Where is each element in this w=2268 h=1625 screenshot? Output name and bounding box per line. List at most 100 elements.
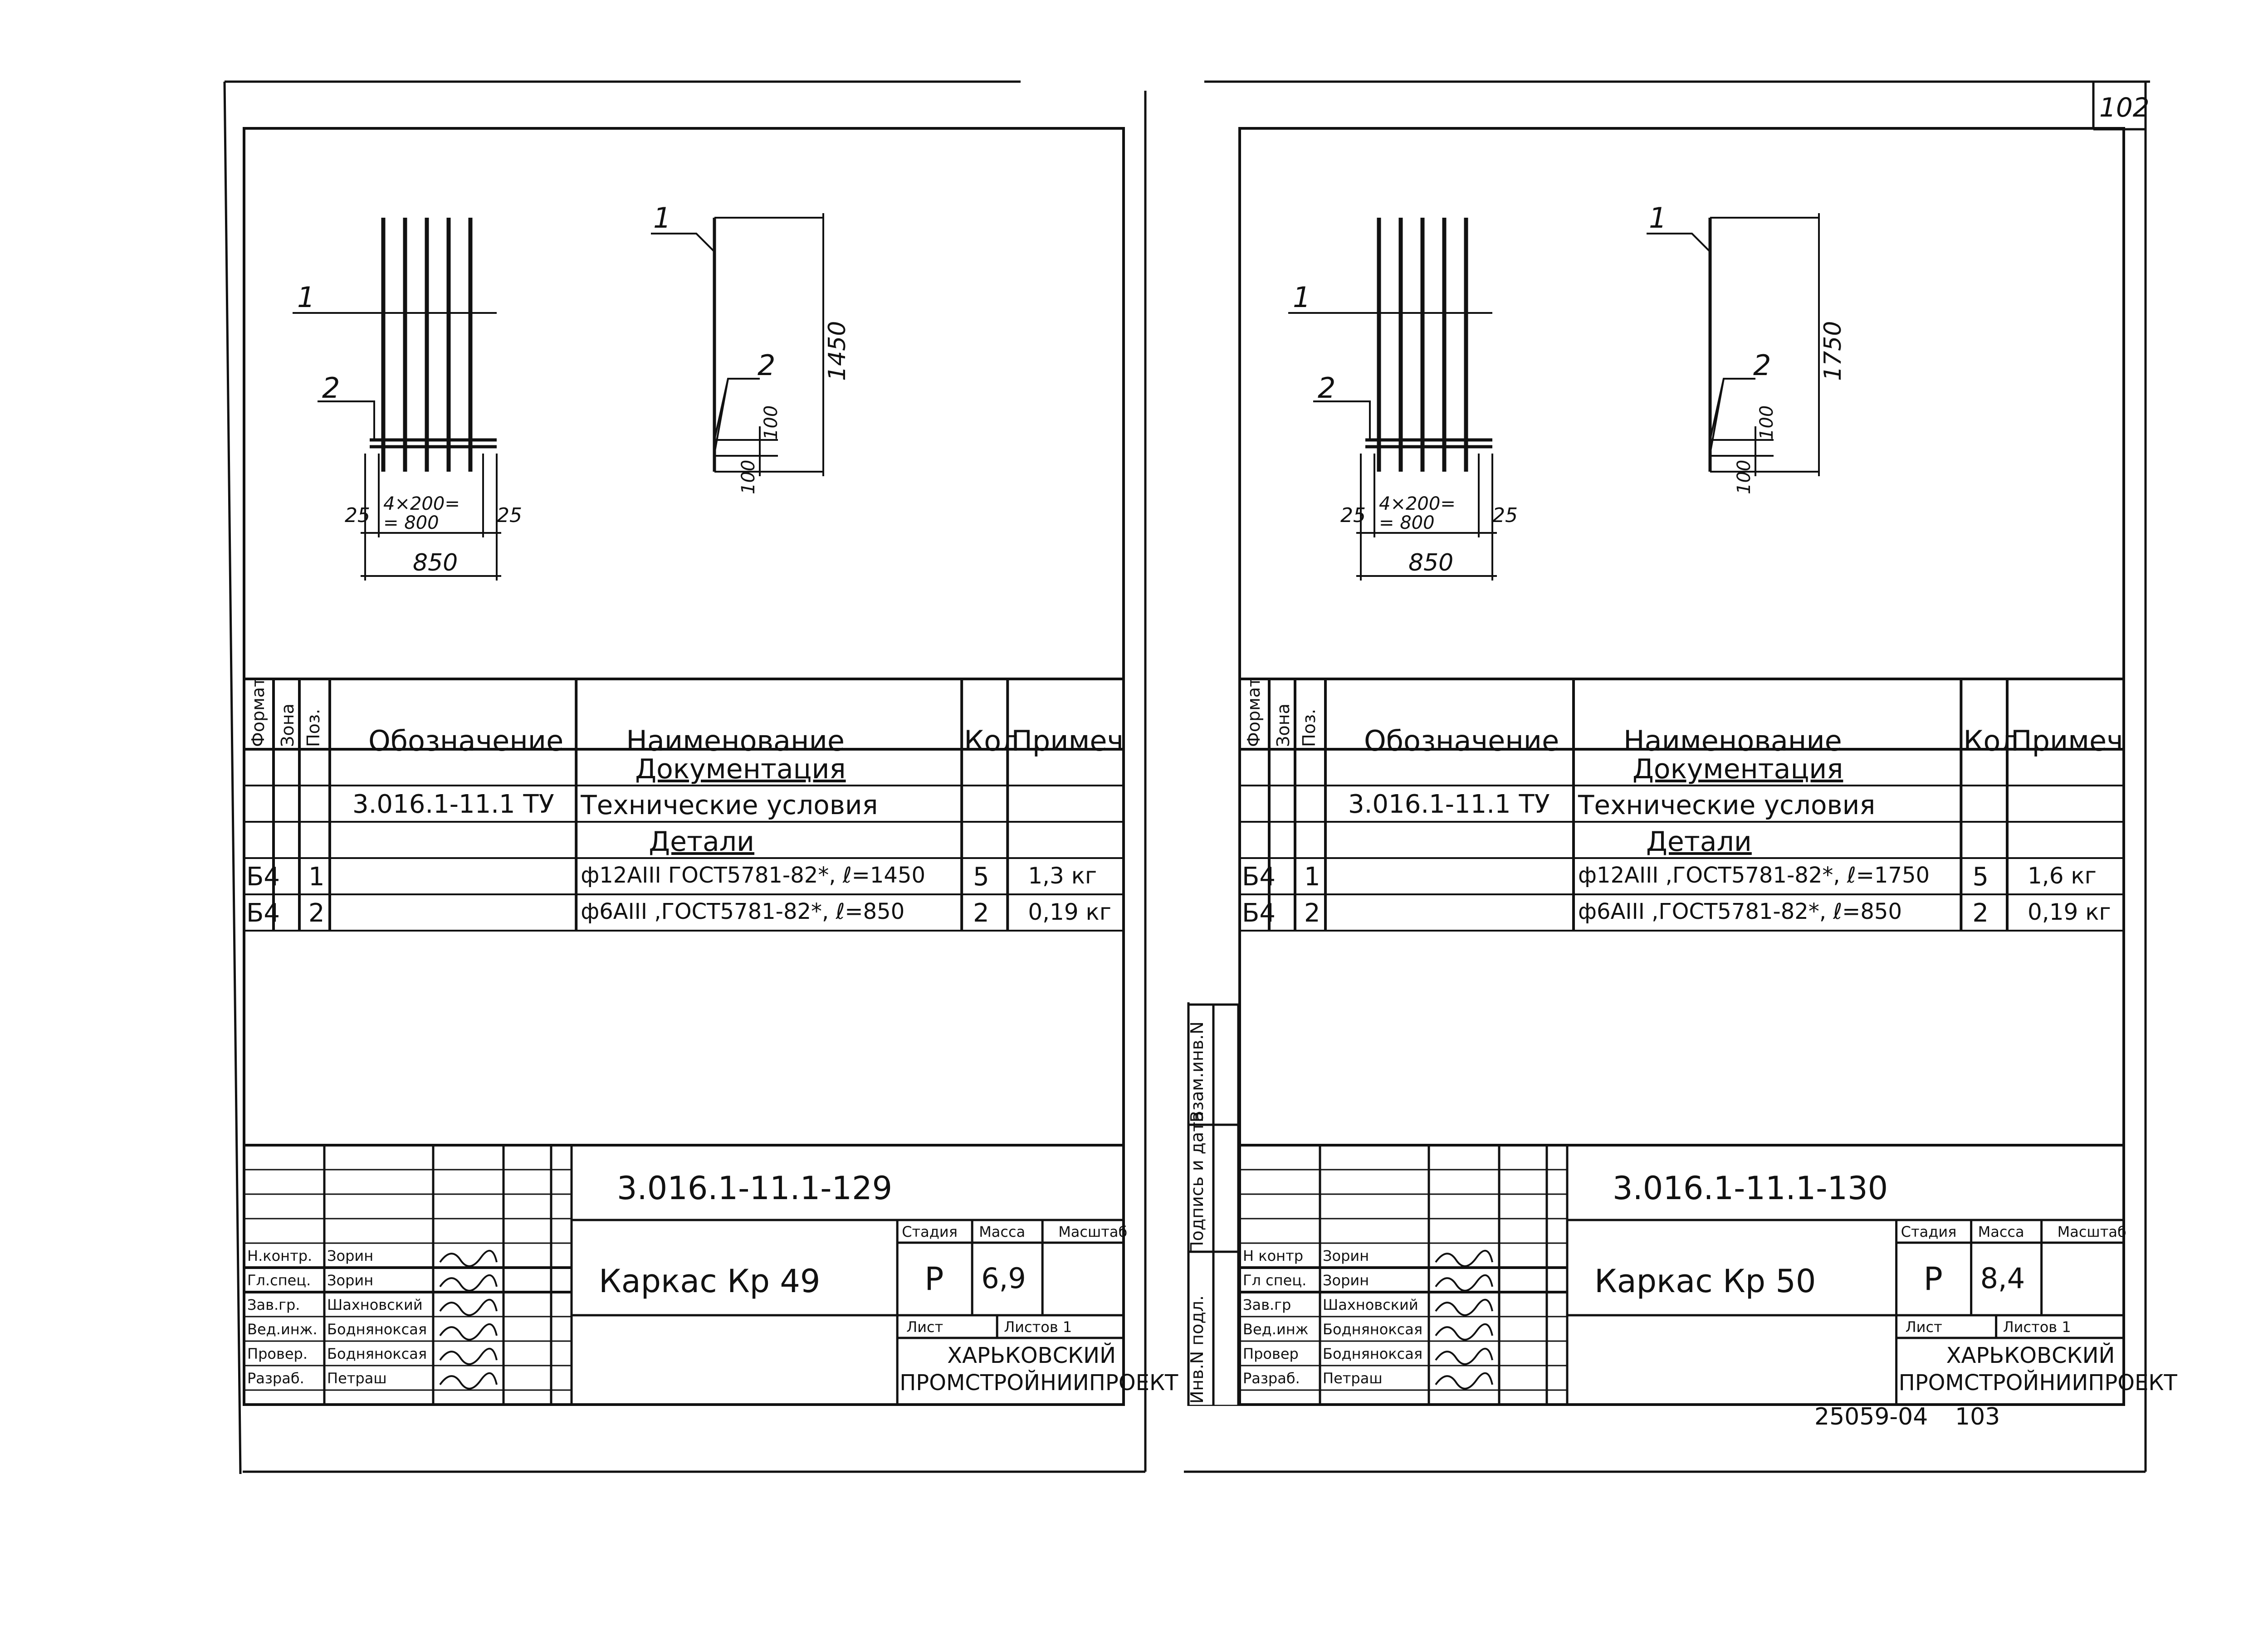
signer-role: Н контр: [1243, 1247, 1304, 1264]
title-block-title: Каркас Кр 49: [599, 1263, 821, 1300]
title-block-list-label: Лист: [1905, 1318, 1942, 1336]
signer-name: Зорин: [327, 1272, 374, 1289]
signature-mark: [1436, 1324, 1492, 1340]
title-block-org-1: ХАРЬКОВСКИЙ: [947, 1343, 1116, 1368]
signer-role: Н.контр.: [247, 1247, 313, 1264]
signer-role: Зав.гр.: [247, 1296, 300, 1313]
signer-role: Зав.гр: [1243, 1296, 1291, 1313]
title-block-org-2: ПРОМСТРОЙНИИПРОЕКТ: [1898, 1370, 2177, 1396]
title-block-list-label: Лист: [906, 1318, 943, 1336]
side-callout-2-label: 2: [1753, 349, 1771, 382]
callout-2-label: 2: [1318, 371, 1336, 405]
title-block-doc-code: 3.016.1-11.1-129: [617, 1170, 893, 1207]
title-block-massa-label: Масса: [1978, 1223, 2024, 1240]
title-block-massa: 6,9: [981, 1262, 1026, 1295]
cell-primech: 0,19 кг: [2027, 899, 2111, 925]
signer-name: Бодняноксая: [1323, 1321, 1423, 1338]
cell-naimenovanie: Детали: [649, 826, 755, 858]
side-callout-1-label: 1: [653, 201, 671, 234]
cell-primech: 1,3 кг: [1028, 863, 1097, 889]
callout-2-label: 2: [322, 371, 340, 405]
signer-name: Зорин: [1323, 1247, 1369, 1264]
side-stamp-frame: [1179, 998, 1243, 1406]
side-stamp-podpis: Подпись и дата: [1187, 1111, 1207, 1254]
signer-role: Провер: [1243, 1345, 1299, 1362]
cell-naimenovanie: Документация: [1632, 753, 1843, 785]
title-block-massa: 8,4: [1980, 1262, 2025, 1295]
signer-role: Разраб.: [1243, 1370, 1300, 1387]
dim-edge-left-label: 25: [345, 504, 370, 527]
cell-poz: 2: [308, 898, 325, 928]
signer-name: Зорин: [327, 1247, 374, 1264]
title-block-masshtab-label: Масштаб: [2057, 1223, 2126, 1240]
title-block-title: Каркас Кр 50: [1594, 1263, 1816, 1300]
header-format: Формат: [1244, 677, 1264, 747]
header-poz: Поз.: [1299, 708, 1319, 747]
title-block-stadia: Р: [1923, 1260, 1943, 1298]
signer-role: Гл.спец.: [247, 1272, 311, 1289]
dim-100-label: 100: [1756, 405, 1777, 440]
header-naimenovanie: Наименование: [626, 724, 845, 757]
header-primech: Примеч: [1011, 724, 1124, 757]
header-kol: Кол: [964, 724, 1019, 757]
title-block-listov-label: Листов 1: [1004, 1318, 1072, 1336]
signature-mark: [440, 1300, 497, 1315]
side-callout-2-label: 2: [758, 349, 776, 382]
signature-mark: [1436, 1373, 1492, 1389]
signature-mark: [440, 1373, 497, 1389]
header-kol: Кол: [1963, 724, 2019, 757]
cell-kol: 5: [1972, 862, 1989, 892]
signer-name: Бодняноксая: [1323, 1345, 1423, 1362]
title-block-stadia: Р: [924, 1260, 944, 1298]
title-block-listov-label: Листов 1: [2003, 1318, 2071, 1336]
cell-naimenovanie: Документация: [635, 753, 846, 785]
cell-format: Б4: [1242, 862, 1276, 892]
dim-edge-left-label: 25: [1340, 504, 1366, 527]
title-block-masshtab-label: Масштаб: [1058, 1223, 1128, 1240]
header-format: Формат: [248, 677, 268, 747]
bottom-sheet-number: 103: [1955, 1403, 2000, 1430]
dim-100-label: 100: [738, 459, 759, 494]
dim-width-label: 850: [1408, 549, 1454, 576]
signer-role: Вед.инж: [1243, 1321, 1309, 1338]
cell-format: Б4: [246, 898, 280, 928]
cell-oboznachenie: 3.016.1-11.1 ТУ: [352, 790, 554, 819]
title-block-stadia-label: Стадия: [902, 1223, 958, 1240]
cell-format: Б4: [246, 862, 280, 892]
title-block-stadia-label: Стадия: [1901, 1223, 1957, 1240]
cell-poz: 1: [1304, 862, 1320, 892]
header-zona: Зона: [1273, 703, 1293, 747]
signature-mark: [440, 1251, 497, 1266]
dim-height-label: 1450: [824, 321, 851, 381]
cell-naimenovanie: ф6АIII ,ГОСТ5781-82*, ℓ=850: [581, 899, 905, 924]
cell-oboznachenie: 3.016.1-11.1 ТУ: [1348, 790, 1550, 819]
bottom-code: 25059-04: [1814, 1403, 1928, 1430]
signature-mark: [1436, 1300, 1492, 1315]
sheet-grid: [243, 127, 1125, 1406]
signature-mark: [440, 1275, 497, 1291]
side-callout-1-label: 1: [1649, 201, 1667, 234]
cell-naimenovanie: ф12АIII ГОСТ5781-82*, ℓ=1450: [581, 863, 926, 888]
cell-naimenovanie: ф6АIII ,ГОСТ5781-82*, ℓ=850: [1578, 899, 1902, 924]
cell-poz: 2: [1304, 898, 1320, 928]
cell-naimenovanie: Технические условия: [1578, 790, 1876, 820]
signature-mark: [440, 1349, 497, 1364]
cell-naimenovanie: ф12АIII ,ГОСТ5781-82*, ℓ=1750: [1578, 863, 1930, 888]
dim-height-label: 1750: [1819, 321, 1847, 381]
signer-role: Провер.: [247, 1345, 308, 1362]
callout-1-label: 1: [297, 281, 315, 314]
header-oboznachenie: Обозначение: [368, 724, 564, 757]
signature-mark: [1436, 1251, 1492, 1266]
signer-name: Бодняноксая: [327, 1345, 427, 1362]
signer-name: Зорин: [1323, 1272, 1369, 1289]
cell-poz: 1: [308, 862, 325, 892]
cell-kol: 2: [1972, 898, 1989, 928]
header-naimenovanie: Наименование: [1623, 724, 1842, 757]
header-poz: Поз.: [303, 708, 323, 747]
signer-role: Вед.инж.: [247, 1321, 318, 1338]
signer-role: Гл спец.: [1243, 1272, 1307, 1289]
cell-format: Б4: [1242, 898, 1276, 928]
